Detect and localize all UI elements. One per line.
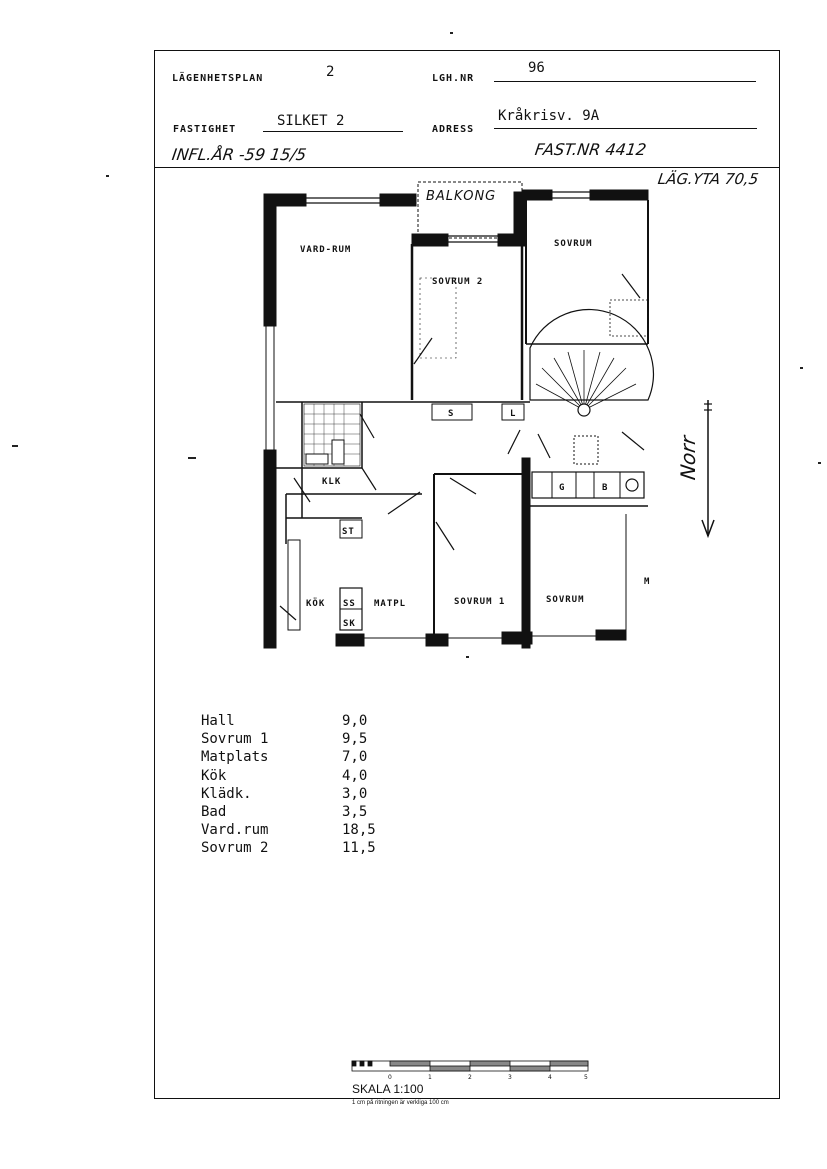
wall-south-a xyxy=(335,633,365,647)
area-value: 7,0 xyxy=(342,749,368,766)
area-value: 9,0 xyxy=(342,713,368,729)
area-row: Bad 3,5 xyxy=(201,803,376,821)
scan-speck xyxy=(188,457,196,459)
cabinet-label-b: B xyxy=(602,483,608,493)
room-label-m: M xyxy=(644,577,650,587)
handwritten-property-number: FAST.NR 4412 xyxy=(533,140,648,159)
scale-note: 1 cm på ritningen är verkliga 100 cm xyxy=(352,1099,449,1106)
scale-tick: 5 xyxy=(584,1074,588,1081)
area-value: 3,5 xyxy=(342,804,368,821)
area-name: Hall xyxy=(201,713,235,729)
room-label-klk: KLK xyxy=(322,477,341,487)
plan-label: LÄGENHETSPLAN xyxy=(172,73,264,84)
area-row: Kök 4,0 xyxy=(201,767,376,785)
area-table: Hall 9,0 Sovrum 1 9,5 Matplats 7,0 Kök 4,0 K… xyxy=(201,712,376,858)
closet-label-l: L xyxy=(510,409,516,419)
area-value: 11,5 xyxy=(342,840,376,857)
scan-speck xyxy=(450,32,453,34)
address-underline xyxy=(494,128,757,129)
handwritten-year: INFL.ÅR -59 15/5 xyxy=(170,145,308,164)
area-row: Sovrum 2 11,5 xyxy=(201,839,376,857)
handwritten-living-area: LÄG.YTA 70,5 xyxy=(656,170,760,188)
property-value: SILKET 2 xyxy=(277,113,345,129)
scan-speck xyxy=(818,462,821,464)
balcony-label: BALKONG xyxy=(426,189,496,204)
area-value: 4,0 xyxy=(342,767,368,784)
wall-west-lower xyxy=(263,449,277,649)
room-label-st: ST xyxy=(342,527,355,537)
room-label-sovrum1: SOVRUM 1 xyxy=(454,597,505,607)
wall-mid-right xyxy=(521,457,531,649)
wall-south-c xyxy=(501,631,533,645)
floor-plan: VARD-RUM SOVRUM 2 SOVRUM KLK ST KÖK SS S… xyxy=(263,181,655,649)
wall-north-right-a xyxy=(521,189,553,201)
wall-south-d xyxy=(595,629,627,641)
room-label-matpl: MATPL xyxy=(374,599,406,609)
area-name: Vard.rum xyxy=(201,822,269,839)
scale-tick: 3 xyxy=(508,1074,512,1081)
area-name: Klädk. xyxy=(201,785,252,802)
scan-speck xyxy=(800,367,803,369)
room-label-sovrum-ne: SOVRUM xyxy=(554,239,593,249)
scale-tick: 2 xyxy=(468,1074,472,1081)
north-label: Norr xyxy=(676,434,700,482)
scale-tick: 0 xyxy=(388,1074,392,1081)
wall-south-b xyxy=(425,633,449,647)
scan-speck xyxy=(12,445,18,447)
area-name: Matplats xyxy=(201,749,269,766)
apt-label: LGH.NR xyxy=(432,73,475,84)
area-row: Sovrum 1 9,5 xyxy=(201,730,376,748)
wall-north-mid xyxy=(379,193,417,207)
wall-balcony-left xyxy=(411,233,449,247)
area-row: Klädk. 3,0 xyxy=(201,785,376,803)
apt-number-underline xyxy=(494,81,756,82)
wall-north-left xyxy=(263,193,307,207)
area-name: Sovrum 2 xyxy=(201,840,269,857)
wall-west-upper xyxy=(263,193,277,327)
room-label-sovrum-se: SOVRUM xyxy=(546,595,585,605)
closet-label-s: S xyxy=(448,409,454,419)
scan-speck xyxy=(106,175,109,177)
page-frame xyxy=(154,50,780,1099)
room-label-sovrum2: SOVRUM 2 xyxy=(432,277,483,287)
area-value: 3,0 xyxy=(342,785,368,802)
area-value: 9,5 xyxy=(342,731,368,748)
north-arrow-icon xyxy=(701,400,715,539)
address-value: Kråkrisv. 9A xyxy=(498,108,600,124)
scale-bar: 0 1 2 3 4 5 SKALA 1:100 1 cm på ritninge… xyxy=(351,1060,589,1106)
property-label: FASTIGHET xyxy=(173,124,237,135)
area-value: 18,5 xyxy=(342,822,376,839)
cabinet-label-g: G xyxy=(559,483,565,493)
room-label-kok: KÖK xyxy=(306,598,325,609)
scale-title: SKALA 1:100 xyxy=(352,1082,424,1096)
scale-tick: 1 xyxy=(428,1074,432,1081)
scan-speck xyxy=(466,656,469,658)
area-row: Hall 9,0 xyxy=(201,712,376,730)
area-name: Kök xyxy=(201,767,227,784)
address-label: ADRESS xyxy=(432,124,475,135)
wall-north-right-b xyxy=(589,189,649,201)
area-row: Matplats 7,0 xyxy=(201,748,376,766)
area-row: Vard.rum 18,5 xyxy=(201,821,376,839)
property-underline xyxy=(263,131,403,132)
area-name: Sovrum 1 xyxy=(201,731,269,748)
header-separator xyxy=(154,167,780,168)
apt-number: 96 xyxy=(528,60,545,76)
scale-tick: 4 xyxy=(548,1074,552,1081)
room-label-vardrum: VARD-RUM xyxy=(300,245,351,255)
plan-number: 2 xyxy=(326,64,335,80)
room-label-ss: SS xyxy=(343,599,356,609)
room-label-sk: SK xyxy=(343,619,356,629)
area-name: Bad xyxy=(201,804,227,821)
